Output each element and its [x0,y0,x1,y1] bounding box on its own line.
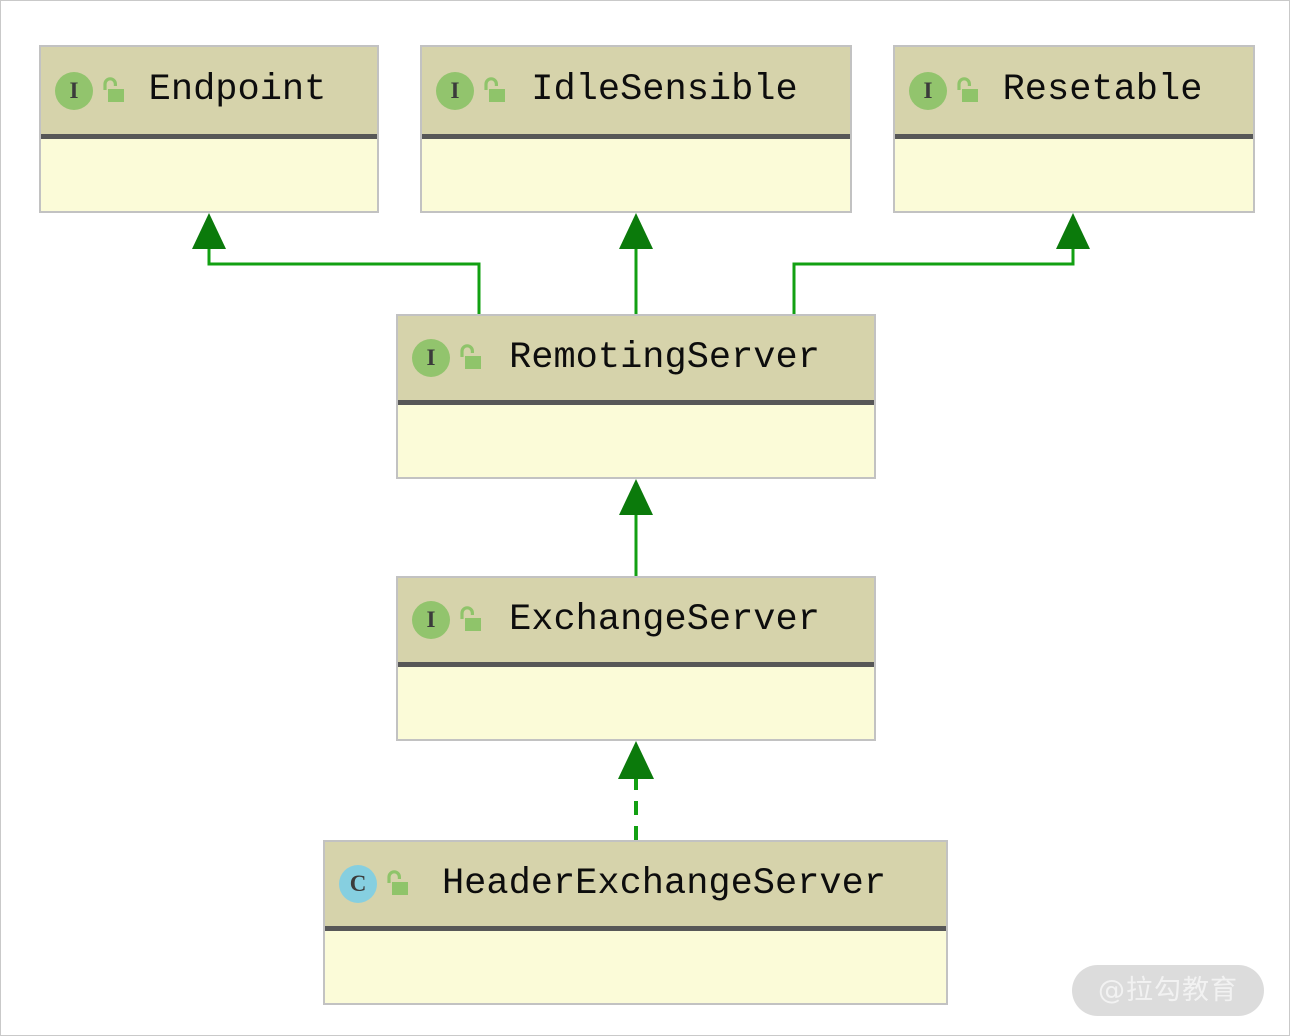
node-title: Endpoint [148,69,327,111]
unlocked-padlock-icon [954,76,980,105]
node-title: Resetable [1002,69,1203,111]
node-members-compartment [422,139,850,211]
node-header: C HeaderExchangeServer [325,842,946,931]
interface-badge-icon: I [412,339,450,377]
uml-node-exchangeserver[interactable]: I ExchangeServer [396,576,876,741]
node-title: IdleSensible [531,69,798,111]
node-header: I IdleSensible [422,47,850,139]
uml-node-remotingserver[interactable]: I RemotingServer [396,314,876,479]
unlocked-padlock-icon [457,344,483,372]
unlocked-padlock-icon [384,870,410,898]
edge-remotingserver-endpoint [192,213,481,314]
node-header: I ExchangeServer [398,578,874,667]
uml-node-resetable[interactable]: I Resetable [893,45,1255,213]
node-members-compartment [41,139,377,211]
node-title: ExchangeServer [509,598,820,641]
unlocked-padlock-icon [457,606,483,634]
node-title: HeaderExchangeServer [441,862,887,905]
node-members-compartment [895,139,1253,211]
interface-badge-icon: I [412,601,450,639]
class-badge-icon: C [339,865,377,903]
interface-badge-icon: I [55,71,93,110]
node-header: I RemotingServer [398,316,874,405]
node-members-compartment [398,667,874,739]
node-header: I Resetable [895,47,1253,139]
edge-remotingserver-resetable [792,213,1090,314]
edge-headerexchangeserver-exchangeserver [618,741,654,840]
node-members-compartment [325,931,946,1003]
node-header: I Endpoint [41,47,377,139]
uml-node-headerexchangeserver[interactable]: C HeaderExchangeServer [323,840,948,1005]
node-members-compartment [398,405,874,477]
edge-exchangeserver-remotingserver [619,479,653,576]
uml-node-idlesensible[interactable]: I IdleSensible [420,45,852,213]
node-title: RemotingServer [509,336,820,379]
interface-badge-icon: I [909,71,947,110]
unlocked-padlock-icon [481,76,507,105]
uml-node-endpoint[interactable]: I Endpoint [39,45,379,213]
unlocked-padlock-icon [100,76,126,105]
edge-remotingserver-idlesensible [619,213,653,314]
watermark-badge: @拉勾教育 [1072,964,1264,1016]
interface-badge-icon: I [436,71,474,110]
